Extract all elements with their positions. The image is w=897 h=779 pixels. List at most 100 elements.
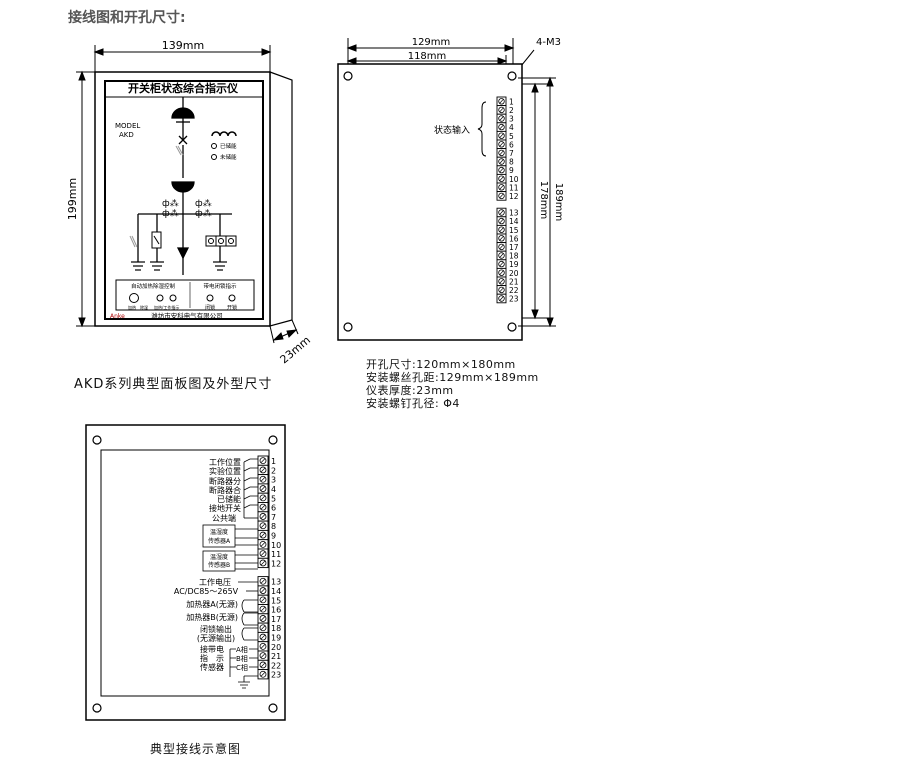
rear-terminal-number: 5 <box>509 132 514 141</box>
wiring-terminal-3: 3 <box>257 474 276 485</box>
wiring-terminal-7: 7 <box>257 511 276 522</box>
wiring-terminal-9: 9 <box>257 529 276 541</box>
ground-symbols <box>131 261 227 271</box>
rear-terminal-number: 7 <box>509 149 514 158</box>
note-thickness: 仪表厚度:23mm <box>366 384 454 397</box>
svg-text:ф⁂: ф⁂ <box>195 198 212 209</box>
rear-terminal-number: 12 <box>509 192 519 201</box>
rear-terminal-number: 6 <box>509 140 514 149</box>
rear-dim-178: 178mm <box>538 181 549 220</box>
rear-terminal-13: 13 <box>496 207 519 218</box>
lock-label: 闭锁 <box>205 304 215 311</box>
wiring-terminal-2: 2 <box>257 464 276 475</box>
rear-terminal-1: 1 <box>496 96 514 106</box>
heater-led-1 <box>156 294 164 302</box>
note-screw-spacing: 安装螺丝孔距:129mm×189mm <box>366 371 539 384</box>
page-title: 接线图和开孔尺寸: <box>68 10 186 26</box>
label-phase-c: C相 <box>236 663 248 672</box>
rear-terminal-number: 14 <box>509 217 519 226</box>
sensor-a-box <box>202 524 236 548</box>
note-screw-diameter: 安装螺钉孔径: Φ4 <box>366 397 460 410</box>
front-face-inner <box>106 82 262 318</box>
rear-terminal-number: 17 <box>509 243 519 252</box>
rear-terminal-4: 4 <box>496 122 514 132</box>
sensor-b-line1: 温湿度 <box>210 553 228 561</box>
label-breaker-open: 断路器分 <box>209 476 241 486</box>
wiring-terminal-number: 20 <box>271 643 281 652</box>
wiring-terminal-number: 8 <box>271 522 276 531</box>
label-lock-out-2: (无源输出) <box>197 633 235 643</box>
rear-terminal-number: 19 <box>509 260 519 269</box>
company-name: 潍坊市安科电气有限公司 <box>151 311 223 320</box>
wiring-terminal-number: 21 <box>271 652 281 661</box>
rear-panel-diagram: 129mm 118mm 4-M3 178mm 189mm 状态输入 123456… <box>337 37 564 341</box>
rear-terminal-2: 2 <box>496 105 514 115</box>
label-ground-switch: 接地开关 <box>209 503 241 513</box>
rear-terminal-11: 11 <box>496 182 519 192</box>
heater-control-label: 自动加热除湿控制 <box>131 282 176 290</box>
label-stored: 已储能 <box>217 494 241 504</box>
label-live-2: 指 示 <box>200 653 224 663</box>
power-wires <box>238 581 258 592</box>
label-heater-a: 加热器A(无源) <box>186 599 238 609</box>
heater-small-1: 加热 <box>128 304 136 310</box>
rear-terminal-21: 21 <box>496 276 519 286</box>
label-breaker-close: 断路器合 <box>209 485 241 495</box>
wiring-terminal-number: 7 <box>271 513 276 522</box>
wiring-terminal-6: 6 <box>257 502 276 513</box>
heater-brackets <box>241 599 258 641</box>
contact-switches <box>243 458 258 519</box>
wiring-terminal-4: 4 <box>257 483 276 494</box>
width-label: 139mm <box>162 39 204 52</box>
note-cutout: 开孔尺寸:120mm×180mm <box>366 358 516 371</box>
rear-terminal-number: 9 <box>509 166 514 175</box>
brand-logo: Anke <box>110 313 125 320</box>
lock-led <box>206 294 214 302</box>
rear-terminal-12: 12 <box>496 191 519 201</box>
rear-terminal-10: 10 <box>496 173 519 184</box>
front-panel-diagram: 139mm 199mm 开关柜状态综合指示仪 MODEL AKD ф⁂ ф⁂ <box>66 39 313 366</box>
label-phase-b: B相 <box>236 654 248 663</box>
rear-terminal-number: 21 <box>509 277 519 286</box>
wiring-terminal-10: 10 <box>257 539 281 550</box>
wiring-terminal-12: 12 <box>257 557 281 568</box>
svg-text:ф⁂: ф⁂ <box>162 208 179 219</box>
sensor-b-box <box>202 550 236 572</box>
wiring-terminal-number: 22 <box>271 661 281 670</box>
panel-side-depth <box>269 71 293 327</box>
status-input-brace <box>477 101 487 157</box>
wiring-terminal-number: 9 <box>271 532 276 541</box>
wiring-labels: 工作位置 实验位置 断路器分 断路器合 已储能 接地开关 公共端 <box>209 457 241 523</box>
wiring-terminal-number: 3 <box>271 476 276 485</box>
wiring-terminal-23: 23 <box>257 669 281 680</box>
model-label: MODEL <box>115 122 140 130</box>
rear-terminal-number: 8 <box>509 158 514 167</box>
rear-terminal-3: 3 <box>496 113 514 124</box>
wiring-terminal-5: 5 <box>257 492 276 503</box>
wiring-terminal-number: 2 <box>271 466 276 475</box>
wiring-terminal-1: 1 <box>257 455 276 466</box>
wiring-diagram: 工作位置 实验位置 断路器分 断路器合 已储能 接地开关 公共端 温湿度 传感器… <box>85 424 286 721</box>
unstored-label: 未储能 <box>220 153 237 161</box>
wiring-terminal-19: 19 <box>257 631 281 643</box>
heater-button[interactable] <box>129 293 139 303</box>
rear-dim-118: 118mm <box>408 51 447 62</box>
device-title: 开关柜状态综合指示仪 <box>128 81 239 95</box>
mount-holes <box>343 71 517 332</box>
rear-terminal-number: 18 <box>509 252 519 261</box>
sensor-b-line2: 传感器B <box>208 561 230 569</box>
unlock-label: 开锁 <box>227 304 237 311</box>
wiring-terminal-number: 16 <box>271 606 281 615</box>
label-live-3: 传感器 <box>200 662 224 672</box>
wiring-terminal-number: 15 <box>271 596 281 605</box>
wiring-terminal-21: 21 <box>257 650 281 661</box>
rear-terminal-number: 13 <box>509 209 519 218</box>
live-indicator-boxes <box>205 235 237 247</box>
wiring-terminal-number: 18 <box>271 624 281 633</box>
rear-terminal-number: 16 <box>509 234 519 243</box>
wiring-terminal-number: 13 <box>271 578 281 587</box>
label-power-1: 工作电压 <box>199 577 231 587</box>
rear-terminal-7: 7 <box>496 148 514 158</box>
heater-led-2 <box>169 294 177 302</box>
